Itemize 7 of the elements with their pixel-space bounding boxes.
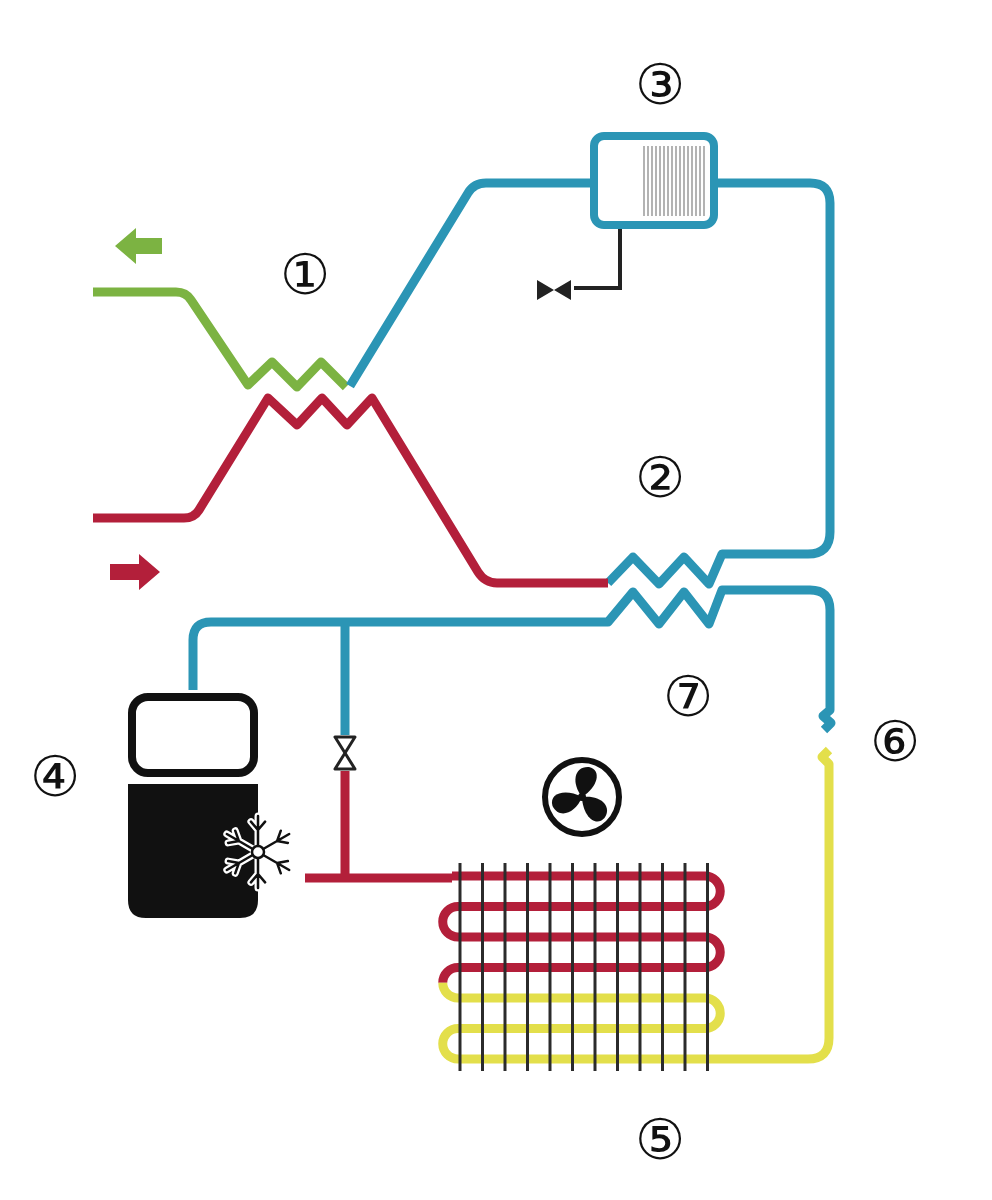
callout-number: ③: [634, 57, 686, 113]
callout-number: ①: [279, 247, 331, 303]
callout-number: ⑦: [662, 669, 714, 725]
callout-number: ④: [29, 749, 81, 805]
callout-number: ⑤: [634, 1112, 686, 1168]
callout-number: ②: [634, 450, 686, 506]
callout-number: ⑥: [869, 714, 921, 770]
